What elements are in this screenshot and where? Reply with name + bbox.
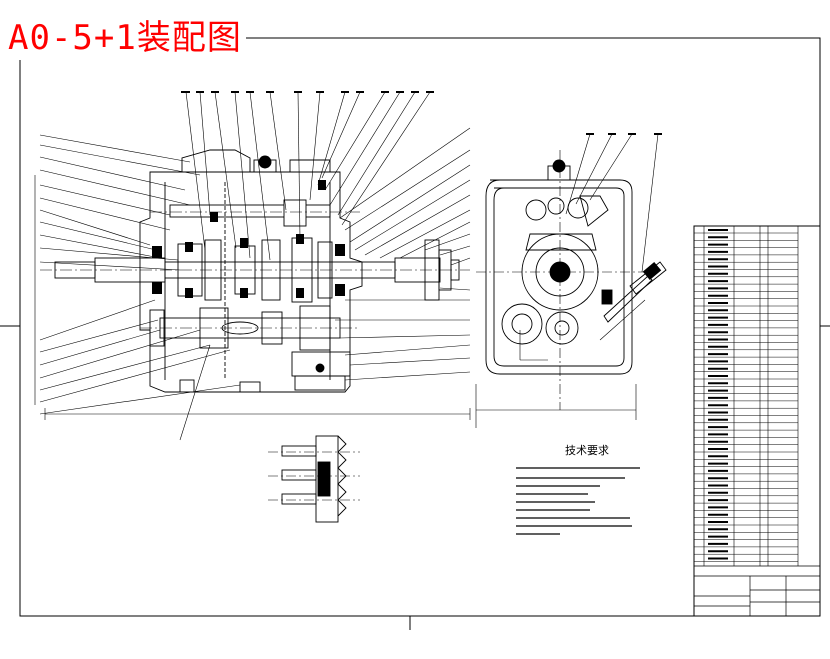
technical-requirements: 技术要求 bbox=[516, 444, 640, 535]
parts-list-table bbox=[693, 225, 821, 617]
partial-detail-view bbox=[268, 435, 360, 523]
end-view bbox=[475, 133, 667, 428]
drawing-frame bbox=[0, 37, 830, 630]
drawing-title: A0-5+1装配图 bbox=[8, 16, 246, 60]
title-block bbox=[694, 565, 820, 616]
main-sectional-view bbox=[34, 91, 471, 441]
tech-requirements-title: 技术要求 bbox=[565, 444, 609, 457]
